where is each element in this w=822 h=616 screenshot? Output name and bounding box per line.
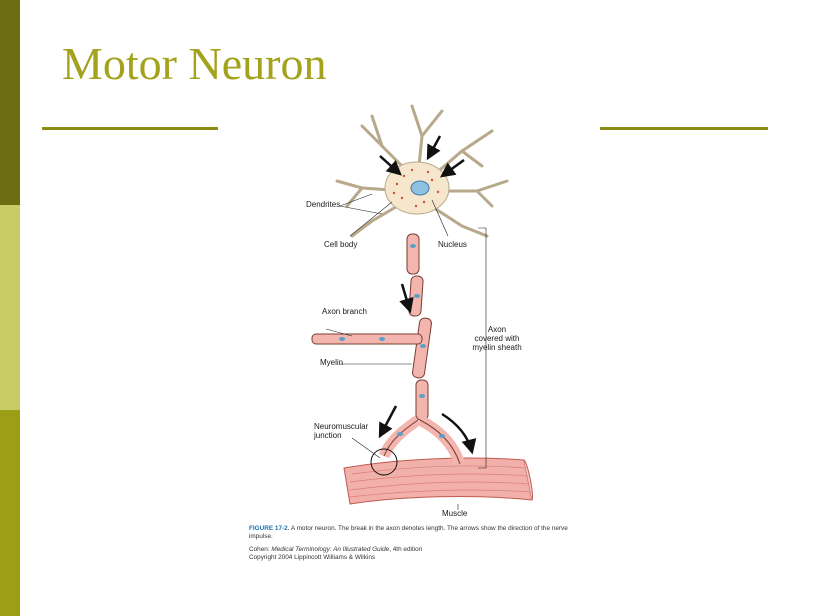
myelin-nodes [339,244,445,438]
label-nmj-line2: junction [314,431,342,441]
caption-copyright: Copyright 2004 Lippincott Williams & Wil… [249,553,376,561]
label-dendrites: Dendrites [306,200,341,209]
slide-title: Motor Neuron [62,38,327,89]
caption-figure-number: FIGURE 17-2. [249,525,290,532]
caption-credit: Cohen: Medical Terminology: An Illustrat… [249,546,589,554]
accent-bar-bottom [0,410,20,616]
label-myelin: Myelin [320,358,344,367]
nucleus [410,180,430,196]
accent-bar-top [0,0,20,205]
caption-text: A motor neuron. The break in the axon de… [249,525,568,541]
motor-neuron-illustration [311,104,533,510]
label-muscle: Muscle [442,509,468,518]
label-axon-line3: myelin sheath [472,343,522,353]
label-nucleus: Nucleus [438,240,467,249]
label-cell-body: Cell body [324,240,358,249]
label-nmj-line1: Neuromuscular [314,422,369,431]
credit-book: Medical Terminology: An Illustrated Guid… [271,545,390,553]
title-rule-left [42,127,218,130]
muscle-fiber [343,457,533,505]
label-neuromuscular-junction: Neuromuscular junction [314,422,368,440]
label-axon-branch: Axon branch [322,307,367,316]
title-rule-right [600,127,768,130]
credit-edition: , 4th edition [389,545,423,553]
caption-text-block: FIGURE 17-2. A motor neuron. The break i… [249,525,589,542]
impulse-arrows [378,135,477,455]
credit-author: Cohen: [249,545,272,553]
label-axon: Axon covered with myelin sheath [462,325,532,353]
figure-caption: FIGURE 17-2. A motor neuron. The break i… [249,525,589,562]
label-axon-line1: Axon [487,325,507,334]
nmj-circle [370,448,398,476]
label-axon-line2: covered with [474,334,520,344]
accent-bar-middle [0,205,20,410]
motor-neuron-figure: Dendrites Cell body Nucleus Axon branch … [292,96,592,518]
